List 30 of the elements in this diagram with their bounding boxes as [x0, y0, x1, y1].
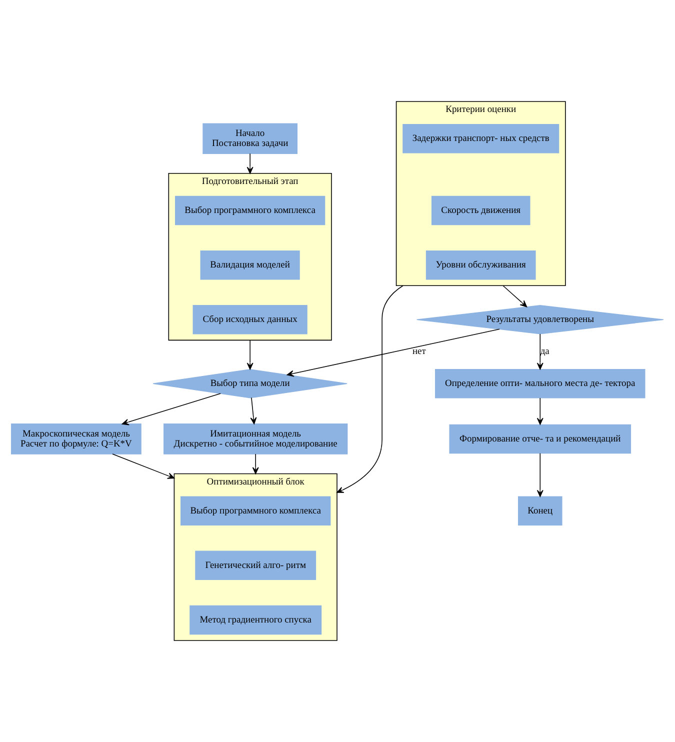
- node-box: Задержки транспорт- ных средств: [402, 124, 560, 154]
- edge-label: нет: [412, 347, 426, 358]
- node-box: Сбор исходных данных: [192, 305, 308, 334]
- arrow: [336, 285, 404, 493]
- node-box: Выбор программного комплекса: [174, 196, 326, 226]
- arrow: [246, 340, 254, 370]
- node-box: Формирование отче- та и рекомендаций: [449, 424, 632, 454]
- node-box: Метод градиентного спуска: [190, 605, 322, 635]
- arrow: [122, 393, 221, 426]
- arrow: [502, 285, 528, 308]
- arrow: [246, 153, 254, 174]
- node-box: Имитационная модель Дискретно - событийное моделирование: [164, 424, 348, 454]
- node-box: Выбор программного комплекса: [180, 496, 331, 526]
- node-box: Генетический алго- ритм: [195, 550, 316, 580]
- arrow: [112, 454, 175, 479]
- node-box: Скорость движения: [431, 196, 530, 226]
- arrow: [250, 397, 257, 424]
- node-box: Валидация моделей: [200, 250, 300, 280]
- arrow: [536, 334, 544, 370]
- node-box: Макроскопическая модель Расчет по формуле: Q=K*V: [10, 424, 142, 454]
- arrow: [536, 398, 544, 425]
- arrow: [252, 454, 259, 474]
- node-box: Начало Постановка задачи: [202, 123, 298, 154]
- arrow: [536, 452, 544, 497]
- node-diamond: Результаты удовлетворены: [416, 305, 664, 334]
- node-box: Определение опти- мального места де- тектора: [435, 369, 646, 398]
- edge-label: да: [540, 347, 550, 358]
- node-box: Уровни обслуживания: [426, 250, 536, 280]
- node-box: Конец: [518, 496, 562, 526]
- arrow: [286, 328, 500, 377]
